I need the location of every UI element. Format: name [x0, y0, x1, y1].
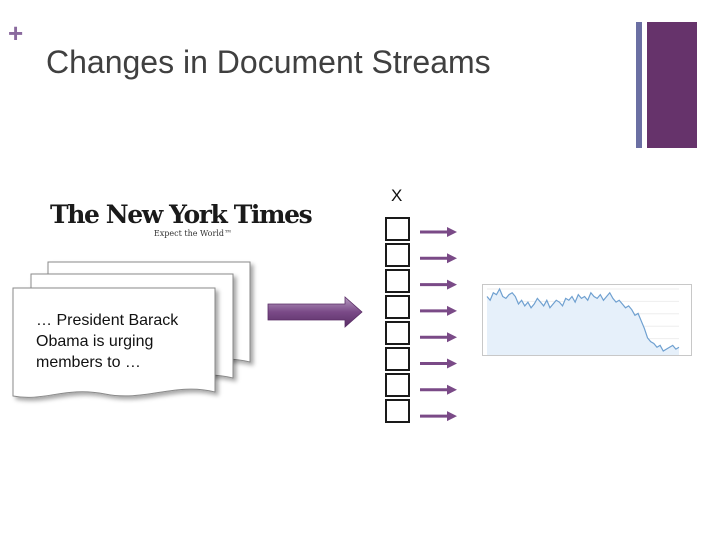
- nyt-logo-tagline: Expect the World™: [153, 229, 232, 238]
- document-text-line: Obama is urging: [36, 333, 154, 350]
- vector-cell: [385, 269, 410, 293]
- vector-cell: [385, 243, 410, 267]
- time-series-chart: [482, 284, 692, 356]
- vector-cell: [385, 399, 410, 423]
- accent-bar-thick: [647, 22, 697, 148]
- feature-arrow: [420, 305, 457, 316]
- document-page-front: [12, 287, 216, 398]
- feature-arrow: [420, 253, 457, 264]
- vector-cell: [385, 373, 410, 397]
- vector-cell: [385, 321, 410, 345]
- feature-arrow: [420, 279, 457, 290]
- feature-arrow: [420, 384, 457, 395]
- chart-line: [486, 287, 680, 352]
- nyt-logo-wordmark: The New York Times: [50, 200, 313, 229]
- document-text-line: members to …: [36, 354, 141, 371]
- feature-vector: [385, 217, 410, 425]
- process-arrow: [267, 296, 363, 328]
- slide-title: Changes in Document Streams: [46, 44, 491, 80]
- vector-cell: [385, 347, 410, 371]
- document-text: … President Barack Obama is urging membe…: [36, 310, 216, 373]
- document-text-line: … President Barack: [36, 312, 179, 329]
- vector-cell: [385, 217, 410, 241]
- feature-arrow: [420, 332, 457, 343]
- feature-arrow: [420, 227, 457, 237]
- bullet-plus-icon: +: [8, 18, 24, 48]
- vector-label: X: [391, 186, 403, 205]
- chart-area: [487, 289, 679, 355]
- feature-arrow: [420, 358, 457, 369]
- feature-arrow: [420, 411, 457, 422]
- accent-bar-thin: [636, 22, 642, 148]
- time-series-plot: [486, 287, 680, 355]
- nyt-logo: The New York Times Expect the World™: [50, 200, 313, 242]
- vector-cell: [385, 295, 410, 319]
